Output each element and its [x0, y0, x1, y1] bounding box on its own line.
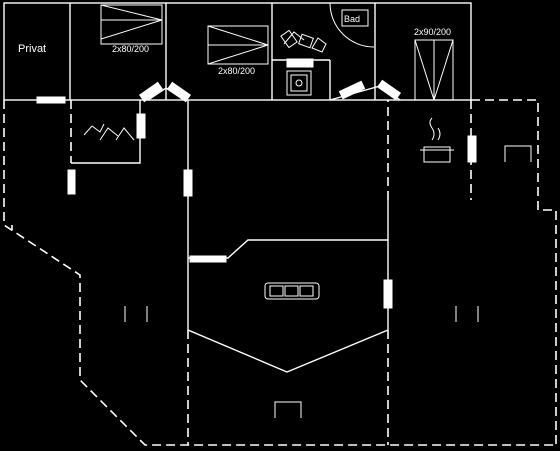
- door-bath-diagonal[interactable]: [338, 80, 366, 100]
- sofa-icon: [264, 282, 320, 300]
- bath-label: Bad: [344, 14, 360, 24]
- stove-icon-bath: [283, 31, 305, 45]
- door-diamond-left[interactable]: [138, 81, 164, 103]
- bed-2: [207, 25, 269, 65]
- door-diamond-right[interactable]: [166, 81, 192, 103]
- privat-label: Privat: [18, 43, 46, 55]
- door-living[interactable]: [383, 279, 393, 309]
- chair-left: [124, 306, 148, 322]
- stove-icon: [83, 123, 135, 141]
- door-right[interactable]: [467, 135, 477, 163]
- inner-walls: [70, 85, 472, 445]
- bath-label-box: [341, 9, 369, 27]
- door-privat[interactable]: [36, 96, 66, 104]
- sink-icon: [286, 70, 312, 96]
- bed-3: [414, 39, 454, 101]
- bed-1-label: 2x80/200: [112, 44, 149, 54]
- bed-1: [100, 4, 163, 45]
- chair-right: [455, 306, 479, 322]
- pot-icon: [420, 117, 454, 163]
- room-walls: [3, 2, 472, 101]
- shower-icon: [329, 2, 375, 48]
- door-inner-corridor[interactable]: [189, 255, 227, 263]
- chair-bottom: [274, 401, 302, 418]
- bed-2-label: 2x80/200: [218, 66, 255, 76]
- toilet-icon: [280, 29, 327, 53]
- chair-top-right: [504, 145, 532, 162]
- door-bed-2[interactable]: [286, 58, 314, 68]
- door-bed-3[interactable]: [376, 79, 402, 101]
- door-left-room[interactable]: [136, 113, 146, 139]
- door-left-side[interactable]: [67, 169, 76, 195]
- doors: [36, 58, 477, 309]
- bed-3-label: 2x90/200: [414, 27, 451, 37]
- terrace-outline: [3, 99, 557, 446]
- door-center-left[interactable]: [183, 169, 193, 197]
